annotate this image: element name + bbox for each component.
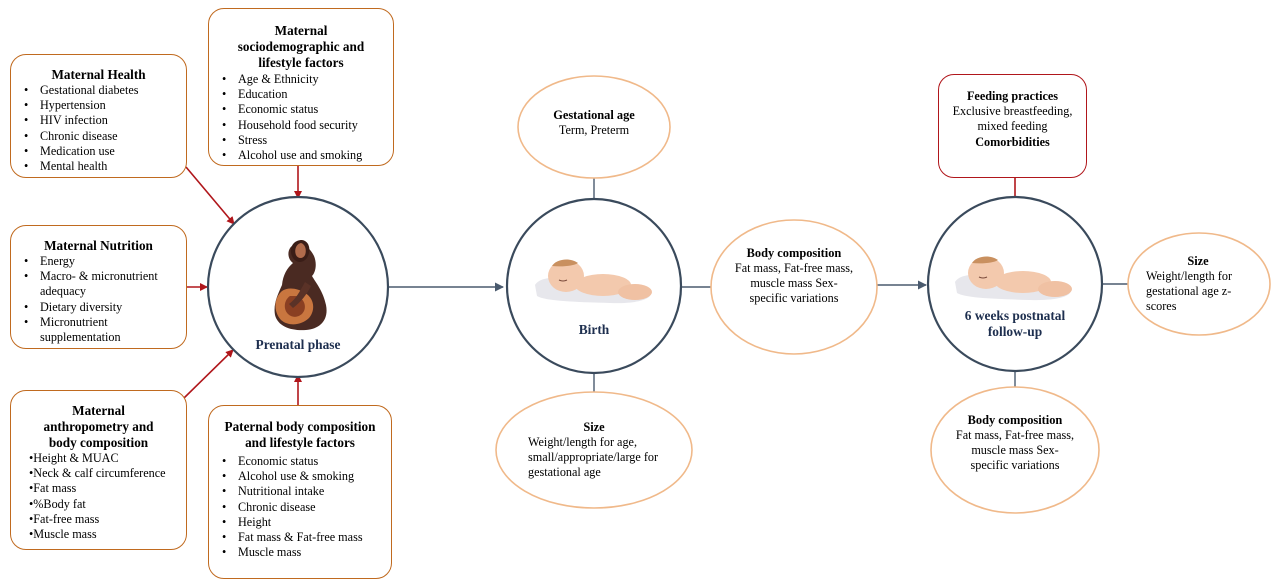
list-item: Neck & calf circumference <box>27 466 186 481</box>
list-item: Economic status <box>209 454 391 469</box>
maternal-nutrition-list: Energy Macro- & micronutrient adequacy D… <box>11 254 186 345</box>
list-item: HIV infection <box>11 113 186 128</box>
comorbidities-title: Comorbidities <box>975 134 1050 149</box>
feeding-practices-value: Exclusive breastfeeding, mixed feeding <box>952 104 1073 134</box>
list-item: Muscle mass <box>27 527 186 542</box>
maternal-health-list: Gestational diabetes Hypertension HIV in… <box>11 83 186 174</box>
list-item: Energy <box>11 254 186 269</box>
maternal-nutrition-title: Maternal Nutrition <box>44 238 153 253</box>
pregnant-woman-icon <box>274 240 327 331</box>
birth-body-composition-value: Fat mass, Fat-free mass, muscle mass Sex… <box>734 261 854 305</box>
list-item: Age & Ethnicity <box>209 72 393 87</box>
arrow-health-to-prenatal <box>185 166 235 225</box>
list-item: Muscle mass <box>209 545 391 560</box>
postnatal-size-ellipse <box>1127 232 1271 336</box>
gestational-age-text: Gestational age Term, Preterm <box>524 108 664 138</box>
list-item: Household food security <box>209 118 393 133</box>
paternal-box: Paternal body composition and lifestyle … <box>208 405 392 579</box>
birth-size-title: Size <box>583 420 605 434</box>
maternal-sociodemographic-box: Maternal sociodemographic and lifestyle … <box>208 8 394 166</box>
list-item: Gestational diabetes <box>11 83 186 98</box>
list-item: Dietary diversity <box>11 300 186 315</box>
maternal-anthropometry-title: Maternal anthropometry and body composit… <box>43 403 154 450</box>
list-item: Nutritional intake <box>209 484 391 499</box>
maternal-health-title: Maternal Health <box>51 67 146 82</box>
postnatal-body-composition-text: Body composition Fat mass, Fat-free mass… <box>955 413 1075 473</box>
list-item: Hypertension <box>11 98 186 113</box>
birth-size-text: Size Weight/length for age, small/approp… <box>528 420 660 480</box>
maternal-health-box: Maternal Health Gestational diabetes Hyp… <box>10 54 187 178</box>
baby-icon <box>955 256 1072 301</box>
list-item: Stress <box>209 133 393 148</box>
postnatal-size-text: Size Weight/length for gestational age z… <box>1146 254 1250 314</box>
paternal-list: Economic status Alcohol use & smoking Nu… <box>209 451 391 561</box>
maternal-sociodemographic-title: Maternal sociodemographic and lifestyle … <box>237 23 365 70</box>
paternal-title: Paternal body composition and lifestyle … <box>224 419 376 450</box>
gestational-age-value: Term, Preterm <box>558 123 630 137</box>
feeding-practices-box: Feeding practices Exclusive breastfeedin… <box>938 74 1087 178</box>
postnatal-label: 6 weeks postnatal follow-up <box>964 308 1066 339</box>
postnatal-body-composition-ellipse <box>930 386 1100 514</box>
arrow-anthropometry-to-prenatal <box>183 349 234 399</box>
feeding-practices-title: Feeding practices <box>966 89 1059 103</box>
maternal-nutrition-box: Maternal Nutrition Energy Macro- & micro… <box>10 225 187 349</box>
birth-size-ellipse <box>495 391 693 509</box>
list-item: Alcohol use & smoking <box>209 469 391 484</box>
list-item: Fat mass <box>27 481 186 496</box>
list-item: %Body fat <box>27 497 186 512</box>
maternal-anthropometry-list: Height & MUAC Neck & calf circumference … <box>11 451 186 542</box>
birth-size-value: Weight/length for age, small/appropriate… <box>528 435 659 479</box>
gestational-age-title: Gestational age <box>553 108 635 122</box>
maternal-anthropometry-box: Maternal anthropometry and body composit… <box>10 390 187 550</box>
list-item: Chronic disease <box>11 129 186 144</box>
list-item: Medication use <box>11 144 186 159</box>
gestational-age-ellipse <box>517 75 671 179</box>
list-item: Economic status <box>209 102 393 117</box>
list-item: Fat mass & Fat-free mass <box>209 530 391 545</box>
postnatal-size-value: Weight/length for gestational age z-scor… <box>1146 269 1233 313</box>
birth-body-composition-text: Body composition Fat mass, Fat-free mass… <box>734 246 854 306</box>
list-item: Education <box>209 87 393 102</box>
list-item: Mental health <box>11 159 186 174</box>
postnatal-body-composition-value: Fat mass, Fat-free mass, muscle mass Sex… <box>955 428 1075 472</box>
list-item: Alcohol use and smoking <box>209 148 393 163</box>
birth-body-composition-title: Body composition <box>746 246 842 260</box>
list-item: Micronutrient supplementation <box>11 315 186 345</box>
baby-icon <box>535 259 652 304</box>
list-item: Height <box>209 515 391 530</box>
maternal-sociodemographic-list: Age & Ethnicity Education Economic statu… <box>209 71 393 163</box>
list-item: Fat-free mass <box>27 512 186 527</box>
postnatal-body-composition-title: Body composition <box>967 413 1063 427</box>
birth-body-composition-ellipse <box>710 219 878 355</box>
list-item: Height & MUAC <box>27 451 186 466</box>
list-item: Chronic disease <box>209 500 391 515</box>
birth-label: Birth <box>578 322 610 337</box>
postnatal-size-title: Size <box>1187 254 1209 268</box>
prenatal-phase-label: Prenatal phase <box>255 337 341 352</box>
list-item: Macro- & micronutrient adequacy <box>11 269 186 299</box>
